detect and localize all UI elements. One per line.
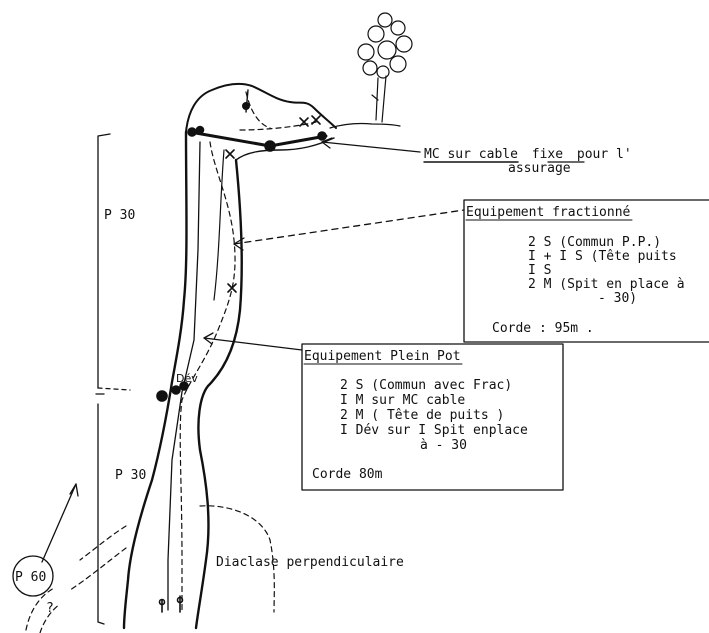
mc-note-part-b: fixe — [532, 147, 563, 162]
mc-note-part-c: pour l' — [577, 147, 632, 162]
label-question: ? — [46, 601, 54, 616]
box-plein-pot-line-1: 2 S (Commun avec Frac) — [340, 378, 512, 393]
tree-icon — [329, 12, 413, 129]
box-plein-pot-line-5: à - 30 — [420, 438, 467, 453]
label-p30-top: P 30 — [104, 208, 135, 223]
rope-fractionne — [179, 91, 317, 611]
box-fractionne-line-1: 2 S (Commun P.P.) — [528, 235, 661, 250]
box-fractionne-line-4: 2 M (Spit en place à — [528, 277, 685, 292]
box-fractionne-line-3: I S — [528, 263, 551, 278]
rope-plein-pot — [167, 141, 201, 611]
side-passages — [25, 505, 275, 633]
box-fractionne-line-5: - 30) — [598, 291, 637, 306]
label-p30-bottom: P 30 — [115, 468, 146, 483]
box-plein-pot: Equipement Plein Pot 2 S (Commun avec Fr… — [301, 343, 564, 491]
box-plein-pot-line-4: I Dév sur I Spit enplace — [340, 423, 528, 438]
shaft-outline — [122, 130, 243, 630]
box-plein-pot-line-3: 2 M ( Tête de puits ) — [340, 408, 504, 423]
depth-bracket — [95, 133, 131, 625]
cave-roof — [185, 82, 337, 161]
box-fractionne-line-2: I + I S (Tête puits — [528, 249, 677, 264]
anchor-marks — [156, 115, 328, 613]
box-fractionne-corde: Corde : 95m . — [492, 321, 594, 336]
label-diaclase: Diaclase perpendiculaire — [216, 555, 404, 570]
p60-marker: P 60 — [12, 555, 54, 597]
box-fractionne: Equipement fractionné 2 S (Commun P.P.) … — [463, 199, 709, 343]
pointer-arrows — [41, 137, 465, 563]
mc-note-part-a: MC sur cable — [424, 147, 518, 162]
mc-note: MC sur cable fixe pour l' assurage — [423, 147, 632, 176]
box-plein-pot-line-2: I M sur MC cable — [340, 393, 465, 408]
mc-note-line2: assurage — [508, 161, 571, 176]
svg-text:MC sur cable fixe: MC sur cable fixe pour l' — [424, 147, 632, 162]
box-fractionne-title: Equipement fractionné — [466, 205, 631, 220]
box-plein-pot-corde: Corde 80m — [312, 467, 383, 482]
label-dev-mark: Dév — [176, 372, 198, 385]
box-plein-pot-title: Equipement Plein Pot — [304, 349, 461, 364]
label-p60: P 60 — [15, 570, 46, 585]
